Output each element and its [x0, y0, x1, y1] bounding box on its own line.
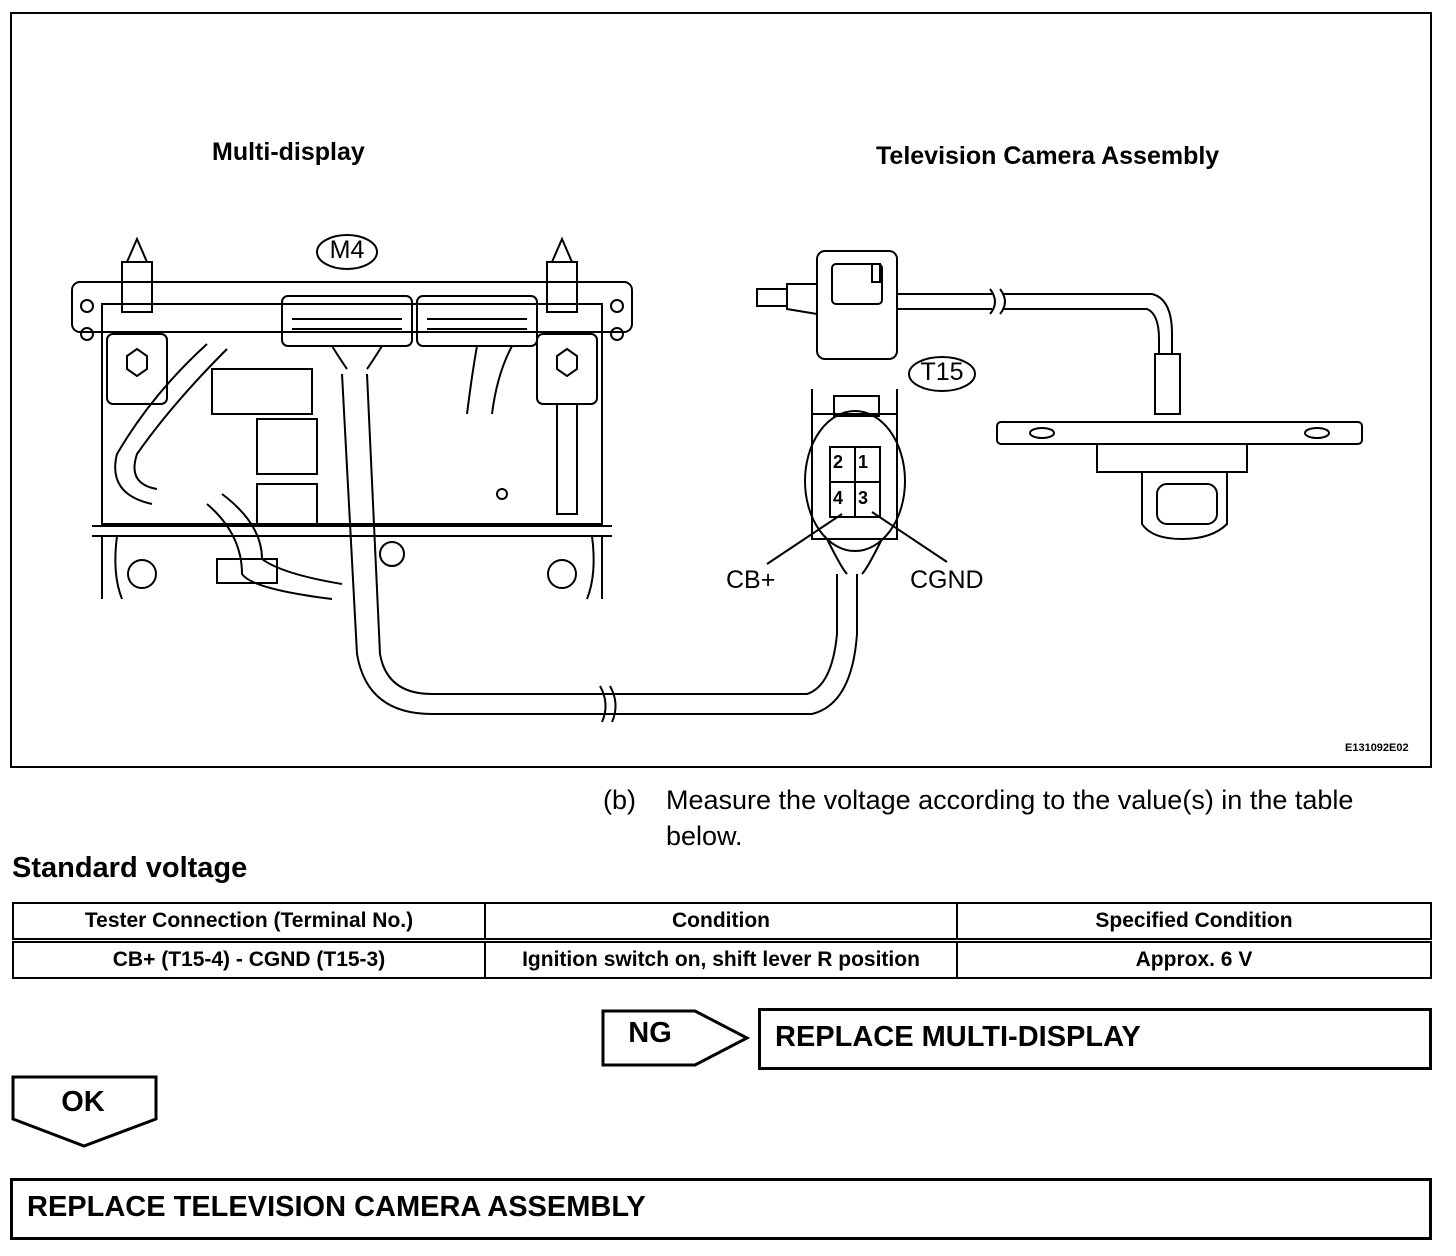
section-title: Standard voltage — [12, 852, 248, 884]
instruction-marker: (b) — [603, 785, 636, 815]
ng-action-box: REPLACE MULTI-DISPLAY — [758, 1008, 1432, 1070]
pin-1-label: 1 — [858, 452, 869, 472]
ok-label: OK — [61, 1086, 105, 1118]
connector-drawing — [71, 234, 1363, 723]
cb-plus-terminal-label: CB+ — [726, 566, 776, 594]
figure-id: E131092E02 — [1345, 742, 1409, 754]
table-header: Condition — [484, 902, 958, 943]
table-header: Tester Connection (Terminal No.) — [12, 902, 486, 943]
camera-assembly-label: Television Camera Assembly — [876, 142, 1220, 170]
table-header-row: Tester Connection (Terminal No.) Conditi… — [12, 902, 1432, 943]
cgnd-terminal-label: CGND — [910, 566, 984, 594]
pin-4-label: 4 — [833, 488, 844, 508]
ok-action-box: REPLACE TELEVISION CAMERA ASSEMBLY — [10, 1178, 1432, 1240]
ng-label: NG — [628, 1017, 672, 1049]
t15-callout — [908, 356, 976, 392]
harness-drawing — [341, 373, 858, 723]
standard-voltage-table: Tester Connection (Terminal No.) Conditi… — [12, 902, 1432, 979]
t15-connector-drawing — [766, 389, 948, 575]
multi-display-drawing — [71, 236, 633, 600]
table-cell: Approx. 6 V — [956, 939, 1432, 979]
m4-callout — [316, 234, 378, 270]
camera-drawing — [756, 250, 1363, 541]
table-cell: CB+ (T15-4) - CGND (T15-3) — [12, 939, 486, 979]
pin-2-label: 2 — [833, 452, 844, 472]
multi-display-label: Multi-display — [212, 138, 365, 166]
table-cell: Ignition switch on, shift lever R positi… — [484, 939, 958, 979]
instruction-text: Measure the voltage according to the val… — [666, 785, 1354, 851]
table-header: Specified Condition — [956, 902, 1432, 943]
t15-connector-label: T15 — [920, 358, 964, 386]
m4-connector-label: M4 — [329, 236, 365, 264]
wiring-illustration: Multi-display Television Camera Assembly… — [10, 12, 1432, 768]
pin-3-label: 3 — [858, 488, 869, 508]
ng-arrow — [601, 1009, 751, 1067]
table-row: CB+ (T15-4) - CGND (T15-3) Ignition swit… — [12, 939, 1432, 979]
ok-arrow — [11, 1075, 158, 1148]
